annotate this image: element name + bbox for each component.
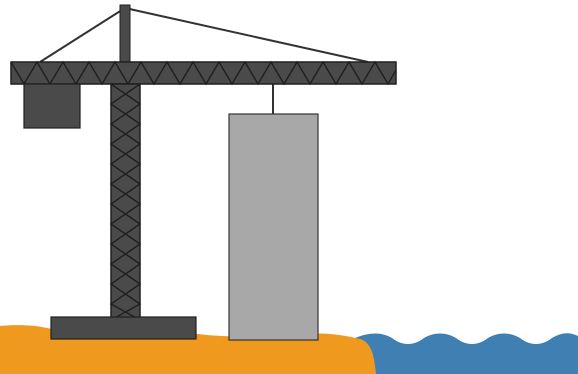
stay-cable-left: [40, 8, 125, 62]
water: [355, 333, 578, 374]
mast-top: [120, 5, 130, 63]
mast: [111, 84, 140, 320]
counterweight: [24, 84, 80, 128]
jib: [11, 62, 396, 84]
crane-base: [51, 317, 196, 339]
suspended-load: [229, 114, 318, 340]
stay-cable-right: [125, 8, 368, 62]
